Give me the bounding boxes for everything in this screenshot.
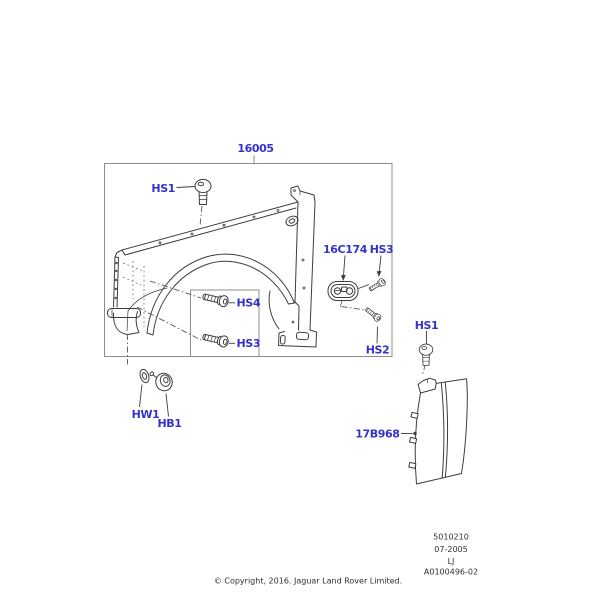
callout-17b968[interactable]: 17B968 xyxy=(355,428,400,441)
grommet-hb1-illustration xyxy=(149,371,173,392)
side-repeater-hole xyxy=(285,215,299,227)
fender-front-holes xyxy=(114,261,118,300)
info-catalog-number: 5010210 xyxy=(433,533,469,542)
callout-16c174[interactable]: 16C174 xyxy=(323,243,368,256)
detail-inset-box xyxy=(190,289,260,357)
info-block: 5010210 07-2005 LJ A0100496-02 xyxy=(424,533,478,577)
info-drawing-number: A0100496-02 xyxy=(424,568,478,577)
callout-hs2[interactable]: HS2 xyxy=(366,344,390,357)
washer-hw1-illustration xyxy=(139,368,150,384)
callout-hs4[interactable]: HS4 xyxy=(237,297,262,310)
info-date: 07-2005 xyxy=(434,545,467,554)
bracket-16c174-illustration xyxy=(327,281,359,307)
copyright-text: © Copyright, 2016. Jaguar Land Rover Lim… xyxy=(214,577,402,586)
callout-hs1-vent[interactable]: HS1 xyxy=(415,319,439,332)
assembly-box xyxy=(104,155,393,357)
callout-hb1[interactable]: HB1 xyxy=(157,417,181,430)
callout-hs3-right[interactable]: HS3 xyxy=(370,243,394,256)
fender-illustration xyxy=(107,185,317,348)
fender-top-holes xyxy=(158,209,280,245)
callout-hs1-top[interactable]: HS1 xyxy=(151,182,175,195)
info-code: LJ xyxy=(448,557,455,566)
label-leaders xyxy=(139,186,427,436)
callout-16005[interactable]: 16005 xyxy=(237,142,274,155)
callout-hw1[interactable]: HW1 xyxy=(132,408,160,421)
callout-hs3-left[interactable]: HS3 xyxy=(237,337,261,350)
